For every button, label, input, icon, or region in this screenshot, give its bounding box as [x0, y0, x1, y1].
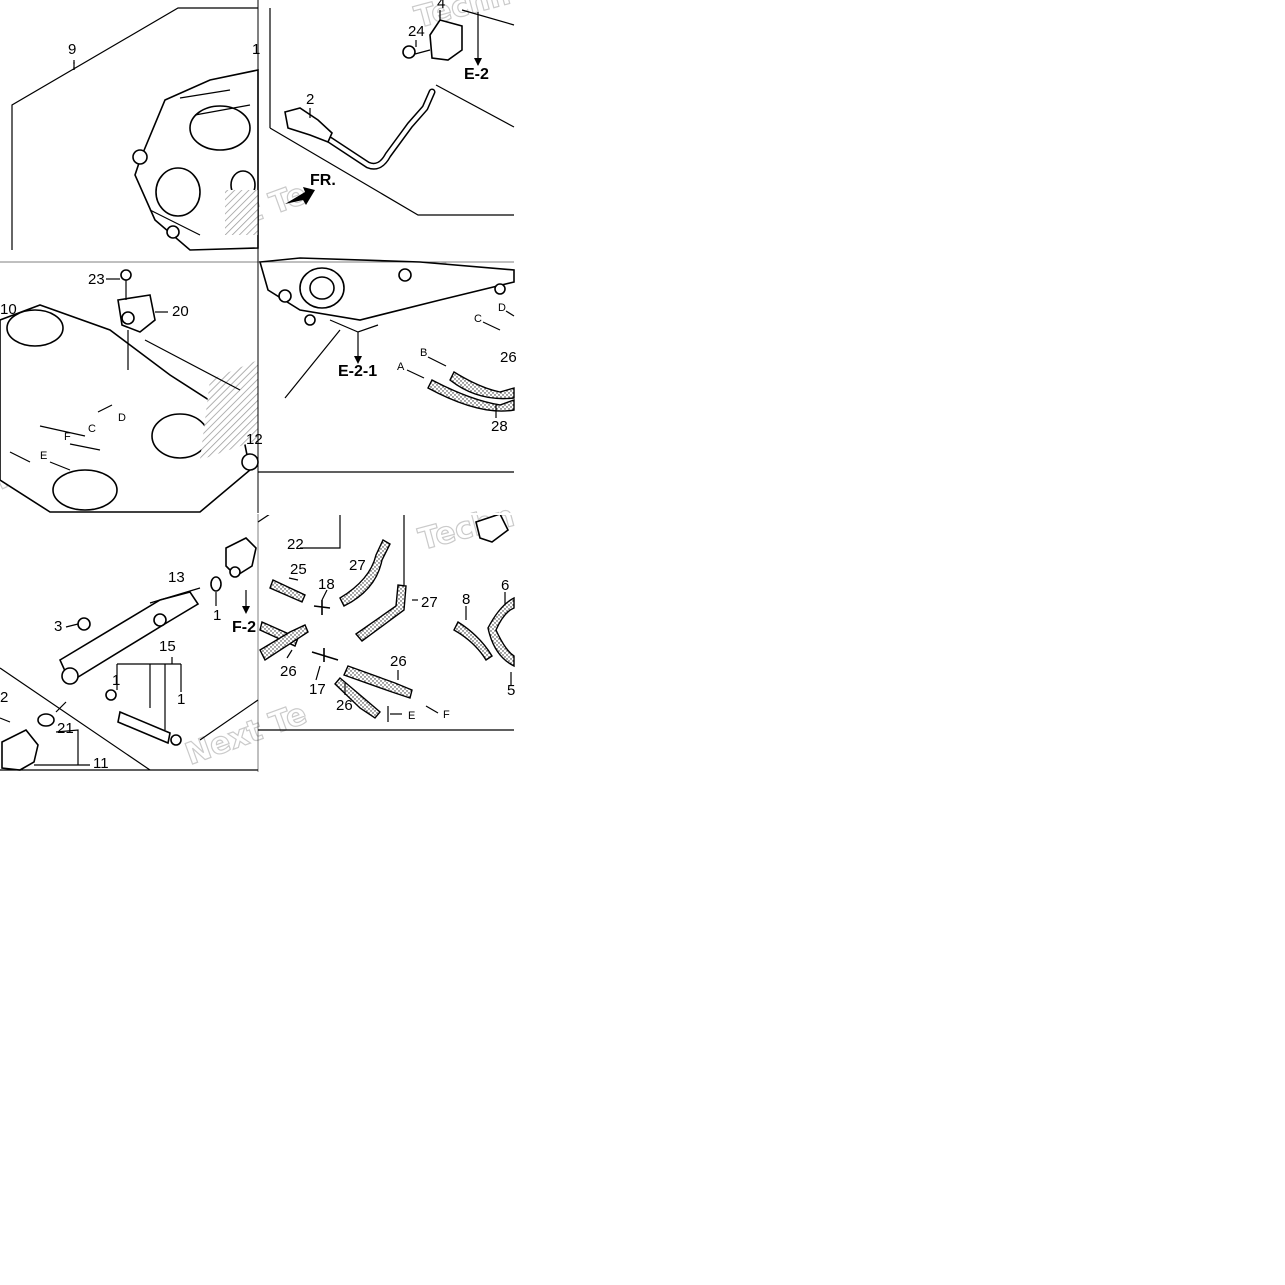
hose-connection-letter: D	[118, 412, 126, 424]
part-callout-number: 22	[287, 536, 304, 553]
part-callout-number: 17	[309, 681, 326, 698]
part-callout-number: 9	[68, 41, 76, 58]
part-callout-number: 28	[491, 418, 508, 435]
part-callout-number: 12	[246, 431, 263, 448]
part-callout-number: 1	[213, 607, 221, 624]
part-callout-number: 26	[280, 663, 297, 680]
tile-throttle-body-top	[11, 7, 259, 251]
part-callout-number: 1	[177, 691, 185, 708]
hose-connection-letter: F	[443, 709, 450, 721]
section-reference: FR.	[310, 172, 336, 189]
section-reference: E-2	[464, 66, 489, 83]
part-callout-number: 23	[88, 271, 105, 288]
tile-throttle-hoses	[258, 257, 515, 473]
hose-connection-letter: F	[64, 431, 71, 443]
tile-fuel-line	[269, 8, 515, 216]
part-callout-number: 1	[112, 672, 120, 689]
hose-connection-letter: C	[88, 423, 96, 435]
part-callout-number: 2	[0, 689, 8, 706]
part-callout-number: 21	[57, 720, 74, 737]
part-callout-number: 6	[501, 577, 509, 594]
tile-vacuum-hoses	[257, 513, 515, 731]
section-reference: E-2-1	[338, 363, 377, 380]
part-callout-number: 10	[0, 301, 17, 318]
tile-intake-manifold	[0, 269, 259, 513]
tile-fuel-rail	[0, 537, 259, 771]
part-callout-number: 26	[336, 697, 353, 714]
arrow-letter-layer: A B C D C D F E E F	[40, 302, 506, 722]
part-callout-number: 5	[507, 682, 515, 699]
part-callout-number: 2	[306, 91, 314, 108]
part-callout-number: 8	[462, 591, 470, 608]
part-callout-number: 15	[159, 638, 176, 655]
part-callout-number: 26	[500, 349, 517, 366]
part-callout-number: 18	[318, 576, 335, 593]
part-callout-number: 20	[172, 303, 189, 320]
part-callout-number: 13	[168, 569, 185, 586]
part-callout-number: 26	[390, 653, 407, 670]
part-callout-number: 11	[93, 755, 109, 772]
part-callout-number: 25	[290, 561, 307, 578]
part-callout-number: 4	[437, 0, 445, 12]
part-callout-number: 24	[408, 23, 425, 40]
hose-connection-letter: D	[498, 302, 506, 314]
hose-connection-letter: E	[408, 710, 415, 722]
part-callout-number: 3	[54, 618, 62, 635]
part-callout-number: 1	[252, 41, 260, 58]
section-reference-layer: E-2FR. E-2-1F-2	[232, 66, 489, 636]
hose-connection-letter: E	[40, 450, 47, 462]
hose-connection-letter: C	[474, 313, 482, 325]
part-callout-number: 27	[421, 594, 438, 611]
hose-connection-letter: A	[397, 361, 405, 373]
hose-connection-letter: B	[420, 347, 427, 359]
tile-borders	[0, 0, 514, 772]
part-callout-number: 27	[349, 557, 366, 574]
section-reference: F-2	[232, 619, 256, 636]
